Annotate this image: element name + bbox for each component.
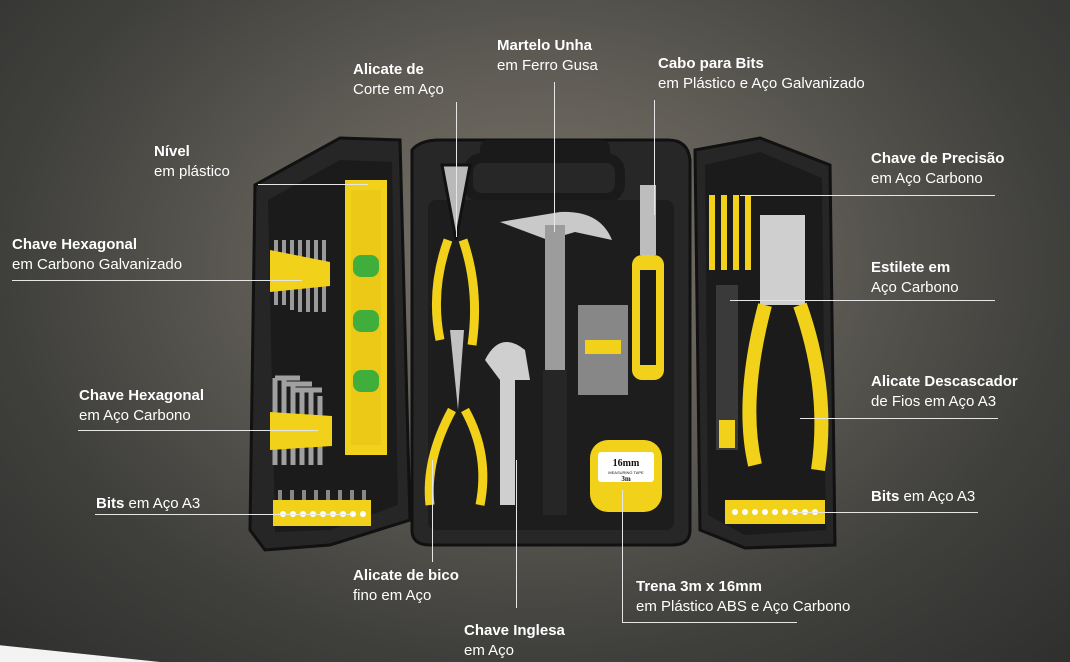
center-case-panel: 16mm MEASURING TAPE 3m [410,138,692,547]
leader-bits-right [790,512,978,513]
right-case-panel [693,136,837,550]
label-bits-right: Bits em Aço A3 [871,488,976,505]
leader-cabo [654,100,655,215]
leader-bits-left [95,514,350,515]
leader-nivel [258,184,368,185]
leader-chave-hex-galv [12,280,302,281]
leader-alicate-corte [456,102,457,237]
leader-chave-inglesa [516,460,517,608]
tape-sub-text: MEASURING TAPE [608,470,644,475]
leader-martelo [554,82,555,232]
label-bits-left: Bits em Aço A3 [96,495,201,512]
leader-alicate-bico [432,460,433,562]
leader-alicate-desc [800,418,998,419]
left-case-panel [248,136,412,552]
leader-estilete [730,300,995,301]
leader-chave-precisao [740,195,995,196]
leader-chave-hex-aco [78,430,318,431]
leader-trena-h [622,622,797,623]
leader-trena [622,490,623,622]
tape-size-text: 16mm [613,458,640,469]
tape-len-text: 3m [621,475,631,483]
